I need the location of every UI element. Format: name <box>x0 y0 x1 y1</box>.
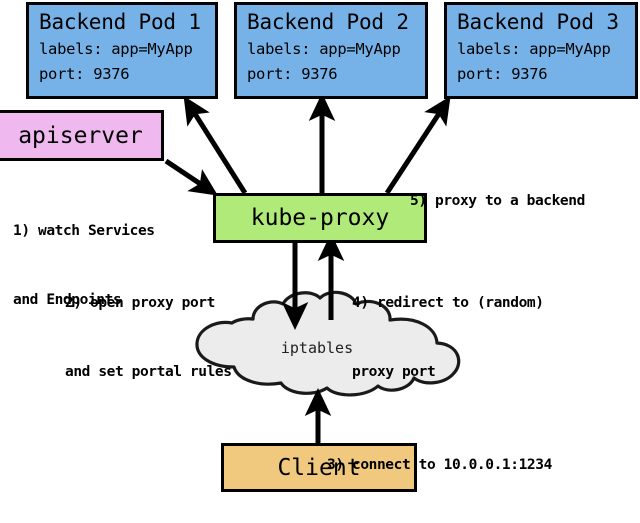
step-3-line-1: 3) connect to 10.0.0.1:1234 <box>327 457 552 473</box>
backend-pod-2-box[interactable]: Backend Pod 2 labels: app=MyApp port: 93… <box>234 2 428 99</box>
kube-proxy-label: kube-proxy <box>250 205 390 231</box>
arrow-apiserver-to-kubeproxy <box>164 158 218 196</box>
step-5-line-1: 5) proxy to a backend <box>410 193 585 209</box>
backend-pod-2-title: Backend Pod 2 <box>247 10 409 34</box>
backend-pod-1-port: port: 9376 <box>39 65 130 83</box>
kube-proxy-box[interactable]: kube-proxy <box>213 193 427 243</box>
backend-pod-3-box[interactable]: Backend Pod 3 labels: app=MyApp port: 93… <box>444 2 638 99</box>
apiserver-label: apiserver <box>18 122 143 149</box>
step-2-line-2: and set portal rules <box>65 364 232 380</box>
backend-pod-2-labels: labels: app=MyApp <box>247 40 401 58</box>
apiserver-box[interactable]: apiserver <box>0 110 164 161</box>
arrow-kubeproxy-to-pod1 <box>183 95 248 195</box>
step-5-label: 5) proxy to a backend <box>410 144 585 259</box>
client-box[interactable]: Client <box>221 443 417 492</box>
step-4-label: 4) redirect to (random) proxy port <box>352 246 544 430</box>
backend-pod-3-port: port: 9376 <box>457 65 548 83</box>
backend-pod-1-labels: labels: app=MyApp <box>39 40 193 58</box>
backend-pod-1-title: Backend Pod 1 <box>39 10 201 34</box>
backend-pod-2-port: port: 9376 <box>247 65 338 83</box>
step-1-line-1: 1) watch Services <box>13 223 155 239</box>
kubernetes-services-diagram: Backend Pod 1 labels: app=MyApp port: 93… <box>0 0 640 494</box>
step-3-label: 3) connect to 10.0.0.1:1234 <box>327 408 552 523</box>
backend-pod-1-box[interactable]: Backend Pod 1 labels: app=MyApp port: 93… <box>26 2 218 99</box>
step-4-line-1: 4) redirect to (random) <box>352 295 544 311</box>
backend-pod-3-labels: labels: app=MyApp <box>457 40 611 58</box>
client-label: Client <box>277 454 361 481</box>
step-1-line-2: and Endpoints <box>13 292 122 308</box>
step-4-line-2: proxy port <box>352 364 436 380</box>
iptables-label: iptables <box>280 339 354 357</box>
step-2-line-1: 2) open proxy port <box>65 295 215 311</box>
backend-pod-3-title: Backend Pod 3 <box>457 10 619 34</box>
step-2-label: 2) open proxy port and set portal rules <box>65 246 232 430</box>
step-1-label: 1) watch Services and Endpoints <box>13 174 155 358</box>
